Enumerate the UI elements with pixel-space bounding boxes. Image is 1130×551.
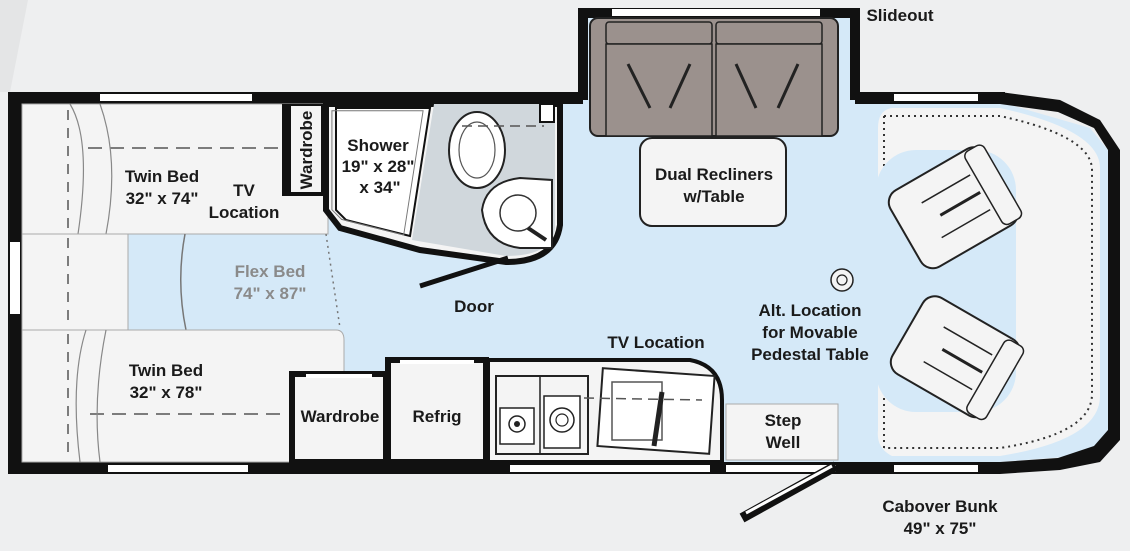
twin-bed-top-label: Twin Bed bbox=[125, 167, 199, 186]
twin-bed-bottom-size: 32" x 78" bbox=[130, 383, 203, 402]
step-well-label-line2: Well bbox=[766, 433, 801, 452]
step-well: Step Well bbox=[725, 403, 839, 523]
alt-location-line1: Alt. Location bbox=[759, 301, 862, 320]
dual-recliners: Dual Recliners w/Table bbox=[589, 17, 839, 227]
shower-label-line3: x 34" bbox=[359, 178, 400, 197]
dual-recliners-label-line2: w/Table bbox=[682, 187, 744, 206]
cabover-bunk-size: 49" x 75" bbox=[904, 519, 977, 538]
flex-bed-size: 74" x 87" bbox=[234, 284, 307, 303]
bathroom-door bbox=[419, 255, 509, 289]
step-well-label-line1: Step bbox=[765, 411, 802, 430]
dual-recliners-label-line1: Dual Recliners bbox=[655, 165, 773, 184]
slideout-label: Slideout bbox=[866, 6, 933, 25]
entry-door bbox=[739, 461, 839, 523]
bathroom: Shower 19" x 28" x 34" Door bbox=[323, 101, 563, 316]
cab-seat-top bbox=[887, 144, 1023, 270]
alt-location-line2: for Movable bbox=[762, 323, 857, 342]
wardrobe-bottom: Wardrobe bbox=[289, 371, 389, 465]
refrigerator: Refrig bbox=[385, 357, 489, 465]
shower-label-line2: 19" x 28" bbox=[342, 157, 415, 176]
tv-location-left-line2: Location bbox=[209, 203, 280, 222]
pedestal-table-marker bbox=[830, 268, 854, 292]
galley: TV Location bbox=[486, 333, 724, 464]
twin-bed-bottom-label: Twin Bed bbox=[129, 361, 203, 380]
windows bbox=[10, 94, 978, 472]
kitchen-sink bbox=[596, 367, 716, 455]
flex-bed: Flex Bed 74" x 87" bbox=[21, 233, 341, 331]
twin-bed-bottom: Twin Bed 32" x 78" bbox=[21, 329, 345, 463]
cabover-bunk-label: Cabover Bunk bbox=[882, 497, 998, 516]
cab-seat-bottom bbox=[889, 295, 1025, 421]
stove-burner-right bbox=[543, 395, 581, 449]
background-shadow-left bbox=[0, 0, 28, 92]
tv-location-galley-label: TV Location bbox=[607, 333, 704, 352]
twin-bed-top-size: 32" x 74" bbox=[126, 189, 199, 208]
twin-bed-top: Twin Bed 32" x 74" TV Location bbox=[21, 103, 329, 235]
wardrobe-vertical: Wardrobe bbox=[282, 104, 324, 196]
wardrobe-bottom-label: Wardrobe bbox=[301, 407, 380, 426]
shower-label-line1: Shower bbox=[347, 136, 409, 155]
refrig-label: Refrig bbox=[412, 407, 461, 426]
tv-location-left-line1: TV bbox=[233, 181, 255, 200]
flex-bed-label: Flex Bed bbox=[235, 262, 306, 281]
wardrobe-vertical-label: Wardrobe bbox=[297, 111, 316, 190]
alt-location-line3: Pedestal Table bbox=[751, 345, 869, 364]
door-label: Door bbox=[454, 297, 494, 316]
